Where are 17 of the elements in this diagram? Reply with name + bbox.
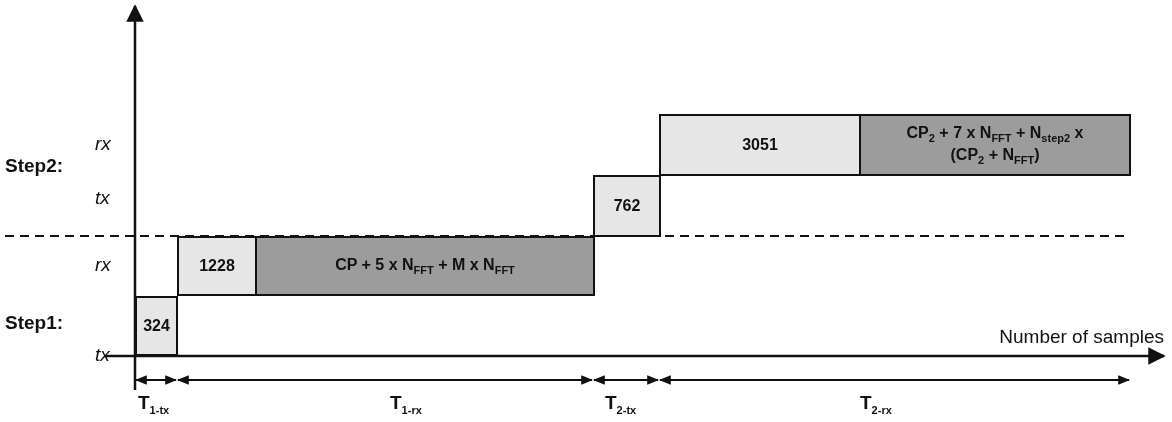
timing-block: CP$_{2}$ + 7 x N$_{FFT}$ + N$_{step2}$ x (CP$_{2}$ + N$_{FFT}$) [859, 114, 1131, 176]
duration-label: T$_{2-tx}$ [605, 392, 637, 416]
row-label: tx [95, 187, 110, 209]
sample-count-block: 762 [593, 175, 661, 237]
row-label: rx [95, 133, 111, 155]
sample-count-block: 324 [135, 296, 178, 356]
duration-label: T$_{1-tx}$ [138, 392, 170, 416]
axis-title: Number of samples [999, 326, 1164, 348]
duration-label: T$_{1-rx}$ [390, 392, 422, 416]
row-label: rx [95, 254, 111, 276]
sample-count-block: 3051 [659, 114, 861, 176]
sample-count-block: 1228 [177, 236, 257, 296]
timing-block: CP + 5 x N$_{FFT}$ + M x N$_{FFT}$ [255, 236, 595, 296]
duration-label: T$_{2-rx}$ [860, 392, 892, 416]
step-label: Step2: [5, 155, 64, 177]
row-label: tx [95, 344, 110, 366]
step-label: Step1: [5, 312, 64, 334]
